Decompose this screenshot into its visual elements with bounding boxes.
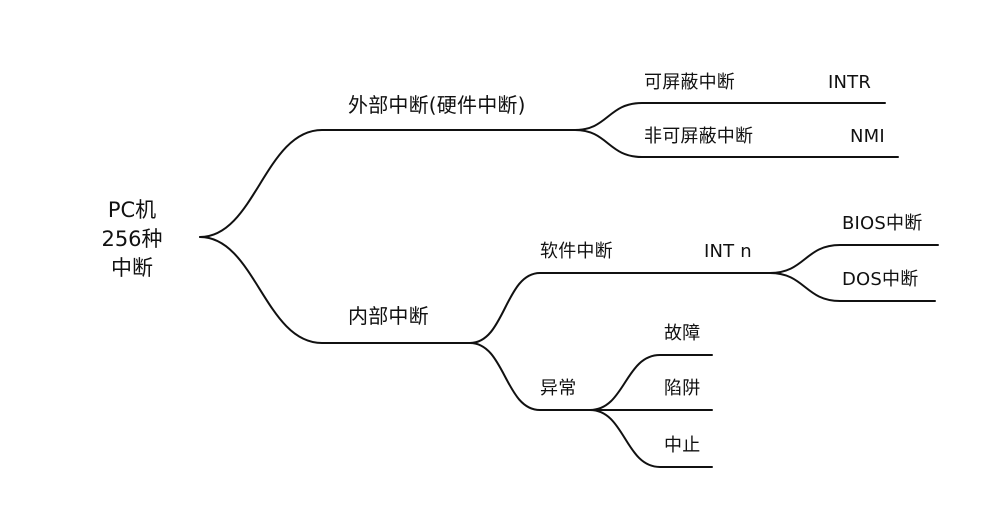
abort-label: 中止	[664, 435, 701, 456]
trap-label: 陷阱	[664, 378, 701, 399]
nmi-label: NMI	[850, 126, 885, 147]
edge-root-to-internal	[199, 236, 471, 344]
root-line-1: PC机	[107, 198, 157, 222]
software-interrupt-label: 软件中断	[540, 241, 613, 262]
dos-interrupt-label: DOS中断	[842, 269, 919, 290]
intr-label: INTR	[828, 72, 872, 93]
edge-intn-to-dos	[769, 272, 936, 302]
edge-external-to-maskable	[574, 102, 886, 131]
edge-external-to-nonmaskable	[574, 129, 899, 158]
root-line-3: 中断	[111, 256, 153, 280]
bios-interrupt-label: BIOS中断	[842, 213, 923, 234]
exception-label: 异常	[540, 378, 577, 399]
edge-internal-to-exception	[469, 342, 591, 411]
edge-exception-to-abort	[589, 409, 713, 468]
external-interrupt-label: 外部中断(硬件中断)	[348, 93, 526, 117]
maskable-interrupt-label: 可屏蔽中断	[644, 72, 735, 93]
nonmaskable-interrupt-label: 非可屏蔽中断	[644, 126, 754, 147]
fault-label: 故障	[664, 323, 701, 344]
edge-root-to-external	[199, 129, 576, 238]
internal-interrupt-label: 内部中断	[348, 304, 429, 328]
root-node: PC机 256种 中断	[92, 196, 172, 283]
int-n-label: INT n	[704, 241, 752, 262]
edge-exception-to-fault	[589, 354, 713, 411]
root-line-2: 256种	[101, 227, 163, 251]
edge-intn-to-bios	[769, 244, 939, 274]
edge-internal-to-software	[469, 272, 771, 344]
